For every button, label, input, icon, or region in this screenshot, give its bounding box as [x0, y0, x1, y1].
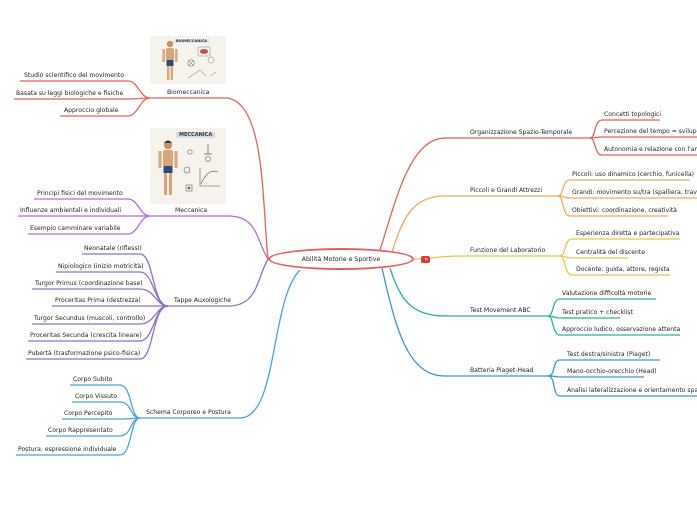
subtopic-item[interactable]: Corpo Percepito — [64, 410, 113, 417]
subtopic-item[interactable]: Autonomia e relazione con l'ambiente — [604, 146, 697, 153]
branch-abc — [389, 267, 680, 336]
topic-piaget-head[interactable]: Batteria Piaget-Head — [470, 367, 534, 374]
subtopic-item[interactable]: Postura: espressione individuale — [18, 446, 117, 453]
subtopic-item[interactable]: Approccio globale — [64, 107, 119, 114]
subtopic-item[interactable]: Obiettivi: coordinazione, creatività — [572, 207, 678, 214]
subtopic-item[interactable]: Corpo Subito — [73, 376, 113, 383]
meccanica-image-label: MECCANICA — [176, 132, 216, 138]
subtopic-item[interactable]: Proceritas Secunda (crescita lineare) — [30, 332, 142, 339]
branch-piaget — [381, 267, 697, 397]
subtopic-item[interactable]: Centralità del discente — [576, 249, 646, 256]
central-topic[interactable]: Abilità Motorie e Sportive — [268, 248, 414, 270]
topic-meccanica[interactable]: Meccanica — [175, 207, 208, 214]
human-figure-icon — [162, 40, 217, 80]
topic-organizzazione[interactable]: Organizzazione Spazio-Temporale — [470, 129, 573, 136]
biomeccanica-image-label: BIOMECCANICA — [174, 39, 209, 43]
branch-tappe — [26, 253, 269, 360]
subtopic-item[interactable]: Neonatale (riflessi) — [84, 245, 142, 252]
subtopic-item[interactable]: Approccio ludico, osservazione attenta — [562, 326, 681, 333]
branch-attrezzi — [391, 179, 697, 253]
topic-schema-corporeo[interactable]: Schema Corporeo e Postura — [146, 409, 231, 416]
subtopic-item[interactable]: Influenze ambientali e individuali — [20, 207, 122, 214]
topic-movement-abc[interactable]: Test Movement ABC — [470, 307, 531, 314]
branch-organizzazione — [379, 119, 697, 251]
youtube-icon[interactable] — [421, 256, 430, 263]
subtopic-item[interactable]: Grandi: movimento su/tra (spalliera, tra… — [572, 189, 697, 196]
meccanica-illustration: MECCANICA — [150, 128, 226, 204]
topic-laboratorio[interactable]: Funzione del Laboratorio — [470, 247, 546, 254]
subtopic-item[interactable]: Proceritas Prima (destrezza) — [55, 297, 141, 304]
subtopic-item[interactable]: Concetti topologici — [604, 111, 662, 118]
subtopic-item[interactable]: Percezione del tempo = sviluppo — [604, 128, 697, 135]
topic-attrezzi[interactable]: Piccoli e Grandi Attrezzi — [470, 187, 543, 194]
subtopic-item[interactable]: Valutazione difficoltà motorie — [562, 290, 652, 297]
subtopic-item[interactable]: Test pratico + checklist — [562, 309, 633, 316]
central-topic-label: Abilità Motorie e Sportive — [301, 255, 381, 263]
biomeccanica-illustration: BIOMECCANICA — [150, 36, 226, 84]
subtopic-item[interactable]: Corpo Rappresentato — [48, 427, 113, 434]
subtopic-item[interactable]: Pubertà (trasformazione psico-fisica) — [28, 350, 141, 357]
branch-schema — [16, 269, 301, 456]
branch-meccanica — [18, 198, 269, 260]
subtopic-item[interactable]: Nipiologico (inizio motricità) — [58, 263, 144, 270]
subtopic-item[interactable]: Analisi lateralizzazione e orientamento … — [567, 387, 697, 394]
subtopic-item[interactable]: Docente: guida, attore, regista — [576, 266, 670, 273]
subtopic-item[interactable]: Mano-occhio-orecchio (Head) — [567, 368, 657, 375]
subtopic-item[interactable]: Principi fisici del movimento — [37, 190, 123, 197]
subtopic-item[interactable]: Turgor Secundus (muscoli, controllo) — [34, 315, 146, 322]
subtopic-item[interactable]: Esperienza diretta e partecipativa — [576, 230, 680, 237]
subtopic-item[interactable]: Corpo Vissuto — [75, 393, 118, 400]
subtopic-item[interactable]: Turgor Primus (coordinazione base) — [35, 280, 143, 287]
subtopic-item[interactable]: Piccoli: uso dinamico (cerchio, funicell… — [572, 171, 695, 178]
topic-biomeccanica[interactable]: Biomeccanica — [167, 89, 210, 96]
branch-laboratorio — [413, 238, 680, 276]
subtopic-item[interactable]: Test destra/sinistra (Piaget) — [567, 351, 651, 358]
subtopic-item[interactable]: Basata su leggi biologiche e fisiche — [16, 90, 124, 97]
branch-biomeccanica — [14, 80, 269, 260]
subtopic-item[interactable]: Esempio camminare variabile — [30, 225, 121, 232]
mechanics-figure-icon — [158, 140, 220, 195]
subtopic-item[interactable]: Studio scientifico del movimento — [24, 72, 124, 79]
topic-tappe-auxologiche[interactable]: Tappe Auxologiche — [174, 297, 231, 304]
